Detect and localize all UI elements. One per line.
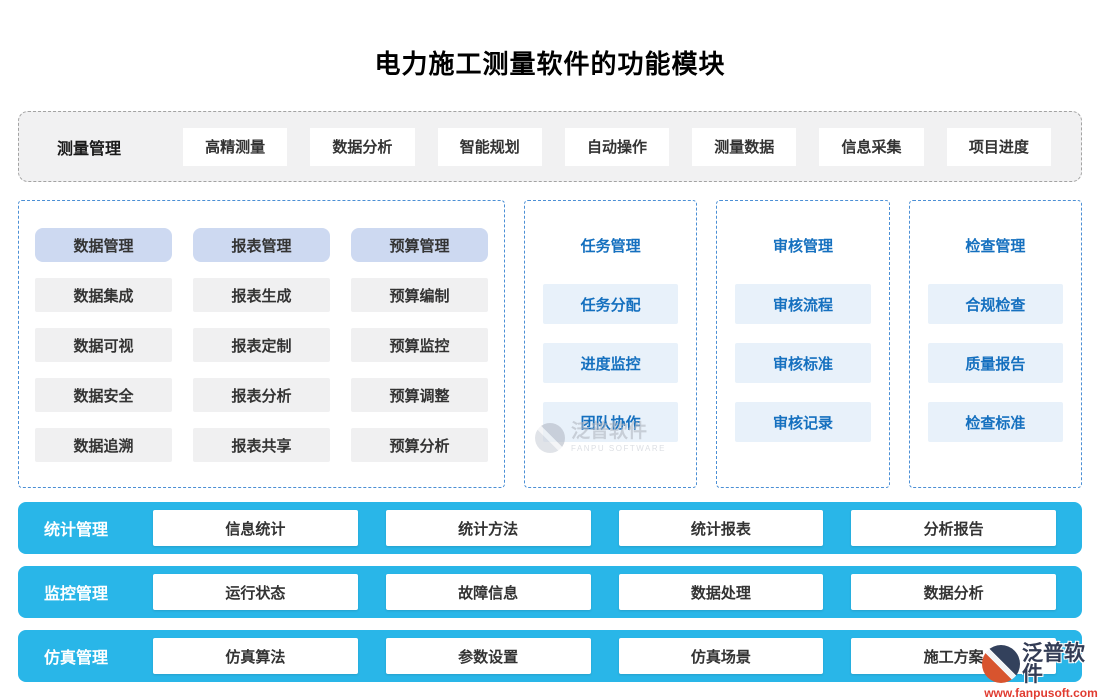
- module-chip: 预算调整: [351, 378, 488, 412]
- band-item-list: 仿真算法 参数设置 仿真场景 施工方案: [153, 638, 1056, 674]
- module-chip: 施工方案: [851, 638, 1056, 674]
- panel-header: 任务管理: [580, 237, 641, 255]
- measurement-management-panel: 测量管理 高精测量 数据分析 智能规划 自动操作 测量数据 信息采集 项目进度: [18, 111, 1082, 182]
- module-chip: 团队协作: [543, 402, 679, 442]
- panel-header: 检查管理: [965, 237, 1026, 255]
- module-chip: 数据分析: [851, 574, 1056, 610]
- column-header-chip: 数据管理: [35, 228, 172, 262]
- module-chip: 进度监控: [543, 343, 679, 383]
- module-chip: 报表分析: [193, 378, 330, 412]
- module-chip: 任务分配: [543, 284, 679, 324]
- module-chip: 信息统计: [153, 510, 358, 546]
- brand-name: 泛普软件: [1022, 642, 1085, 686]
- module-chip: 检查标准: [927, 402, 1063, 442]
- brand-logo: 泛普软件 www.fanpusoft.com: [982, 643, 1100, 700]
- module-chip: 数据处理: [618, 574, 824, 610]
- panel-item-list: 审核流程 审核标准 审核记录: [735, 284, 871, 442]
- panel-header: 审核管理: [772, 237, 833, 255]
- module-column: 数据管理 数据集成 数据可视 数据安全 数据追溯: [35, 228, 172, 462]
- module-chip: 运行状态: [153, 574, 358, 610]
- band-label: 监控管理: [44, 586, 109, 603]
- bottom-band-section: 统计管理 信息统计 统计方法 统计报表 分析报告 监控管理 运行状态: [18, 502, 1082, 682]
- module-panel: 检查管理 合规检查 质量报告 检查标准: [908, 200, 1082, 488]
- column-header-chip: 预算管理: [351, 228, 488, 262]
- module-chip: 审核标准: [735, 343, 871, 383]
- module-chip: 仿真算法: [153, 638, 358, 674]
- module-panels-section: 数据管理 数据集成 数据可视 数据安全 数据追溯 报表管理: [18, 200, 1082, 488]
- module-chip: 自动操作: [564, 127, 670, 166]
- module-chip: 项目进度: [946, 127, 1051, 166]
- module-column: 预算管理 预算编制 预算监控 预算调整 预算分析: [351, 228, 488, 462]
- module-chip: 智能规划: [437, 127, 542, 166]
- module-chip: 分析报告: [851, 510, 1056, 546]
- module-chip: 数据安全: [35, 378, 172, 412]
- module-chip: 预算编制: [351, 278, 488, 312]
- module-chip: 故障信息: [385, 574, 591, 610]
- module-chip: 高精测量: [183, 127, 288, 166]
- module-chip: 报表生成: [193, 278, 330, 312]
- management-band: 统计管理 信息统计 统计方法 统计报表 分析报告: [18, 502, 1082, 554]
- brand-url: www.fanpusoft.com: [984, 686, 1098, 700]
- module-chip: 数据集成: [35, 278, 172, 312]
- module-chip: 质量报告: [927, 343, 1063, 383]
- band-item-list: 信息统计 统计方法 统计报表 分析报告: [153, 510, 1056, 546]
- module-column: 报表管理 报表生成 报表定制 报表分析 报表共享: [193, 228, 330, 462]
- panel-item-list: 合规检查 质量报告 检查标准: [927, 284, 1063, 442]
- band-label: 仿真管理: [44, 650, 109, 667]
- management-band: 仿真管理 仿真算法 参数设置 仿真场景 施工方案: [18, 630, 1082, 682]
- fanpu-logo-icon: [982, 645, 1020, 683]
- module-chip: 预算分析: [351, 428, 488, 462]
- column-item-list: 报表生成 报表定制 报表分析 报表共享: [193, 278, 330, 462]
- module-chip: 合规检查: [927, 284, 1063, 324]
- module-chip: 数据追溯: [35, 428, 172, 462]
- page-title: 电力施工测量软件的功能模块: [374, 49, 726, 79]
- module-chip: 报表共享: [193, 428, 330, 462]
- column-item-list: 预算编制 预算监控 预算调整 预算分析: [351, 278, 488, 462]
- module-chip: 信息采集: [819, 127, 924, 166]
- module-chip: 审核记录: [735, 402, 871, 442]
- module-chip: 预算监控: [351, 328, 488, 362]
- measurement-module-list: 高精测量 数据分析 智能规划 自动操作 测量数据 信息采集 项目进度: [183, 127, 1051, 166]
- measurement-management-label: 测量管理: [57, 140, 122, 158]
- module-chip: 仿真场景: [618, 638, 824, 674]
- column-header-chip: 报表管理: [193, 228, 330, 262]
- module-chip: 数据可视: [35, 328, 172, 362]
- module-chip: 数据分析: [310, 127, 415, 166]
- module-chip: 测量数据: [692, 127, 797, 166]
- data-report-budget-panel: 数据管理 数据集成 数据可视 数据安全 数据追溯 报表管理: [18, 200, 505, 488]
- module-chip: 报表定制: [193, 328, 330, 362]
- module-chip: 统计方法: [385, 510, 591, 546]
- module-chip: 参数设置: [385, 638, 591, 674]
- panel-item-list: 任务分配 进度监控 团队协作: [543, 284, 679, 442]
- module-panel: 审核管理 审核流程 审核标准 审核记录: [716, 200, 890, 488]
- module-chip: 统计报表: [618, 510, 824, 546]
- column-item-list: 数据集成 数据可视 数据安全 数据追溯: [35, 278, 172, 462]
- management-band: 监控管理 运行状态 故障信息 数据处理 数据分析: [18, 566, 1082, 618]
- module-chip: 审核流程: [735, 284, 871, 324]
- band-label: 统计管理: [44, 522, 109, 539]
- band-item-list: 运行状态 故障信息 数据处理 数据分析: [153, 574, 1056, 610]
- module-panel: 任务管理 任务分配 进度监控 团队协作: [524, 200, 698, 488]
